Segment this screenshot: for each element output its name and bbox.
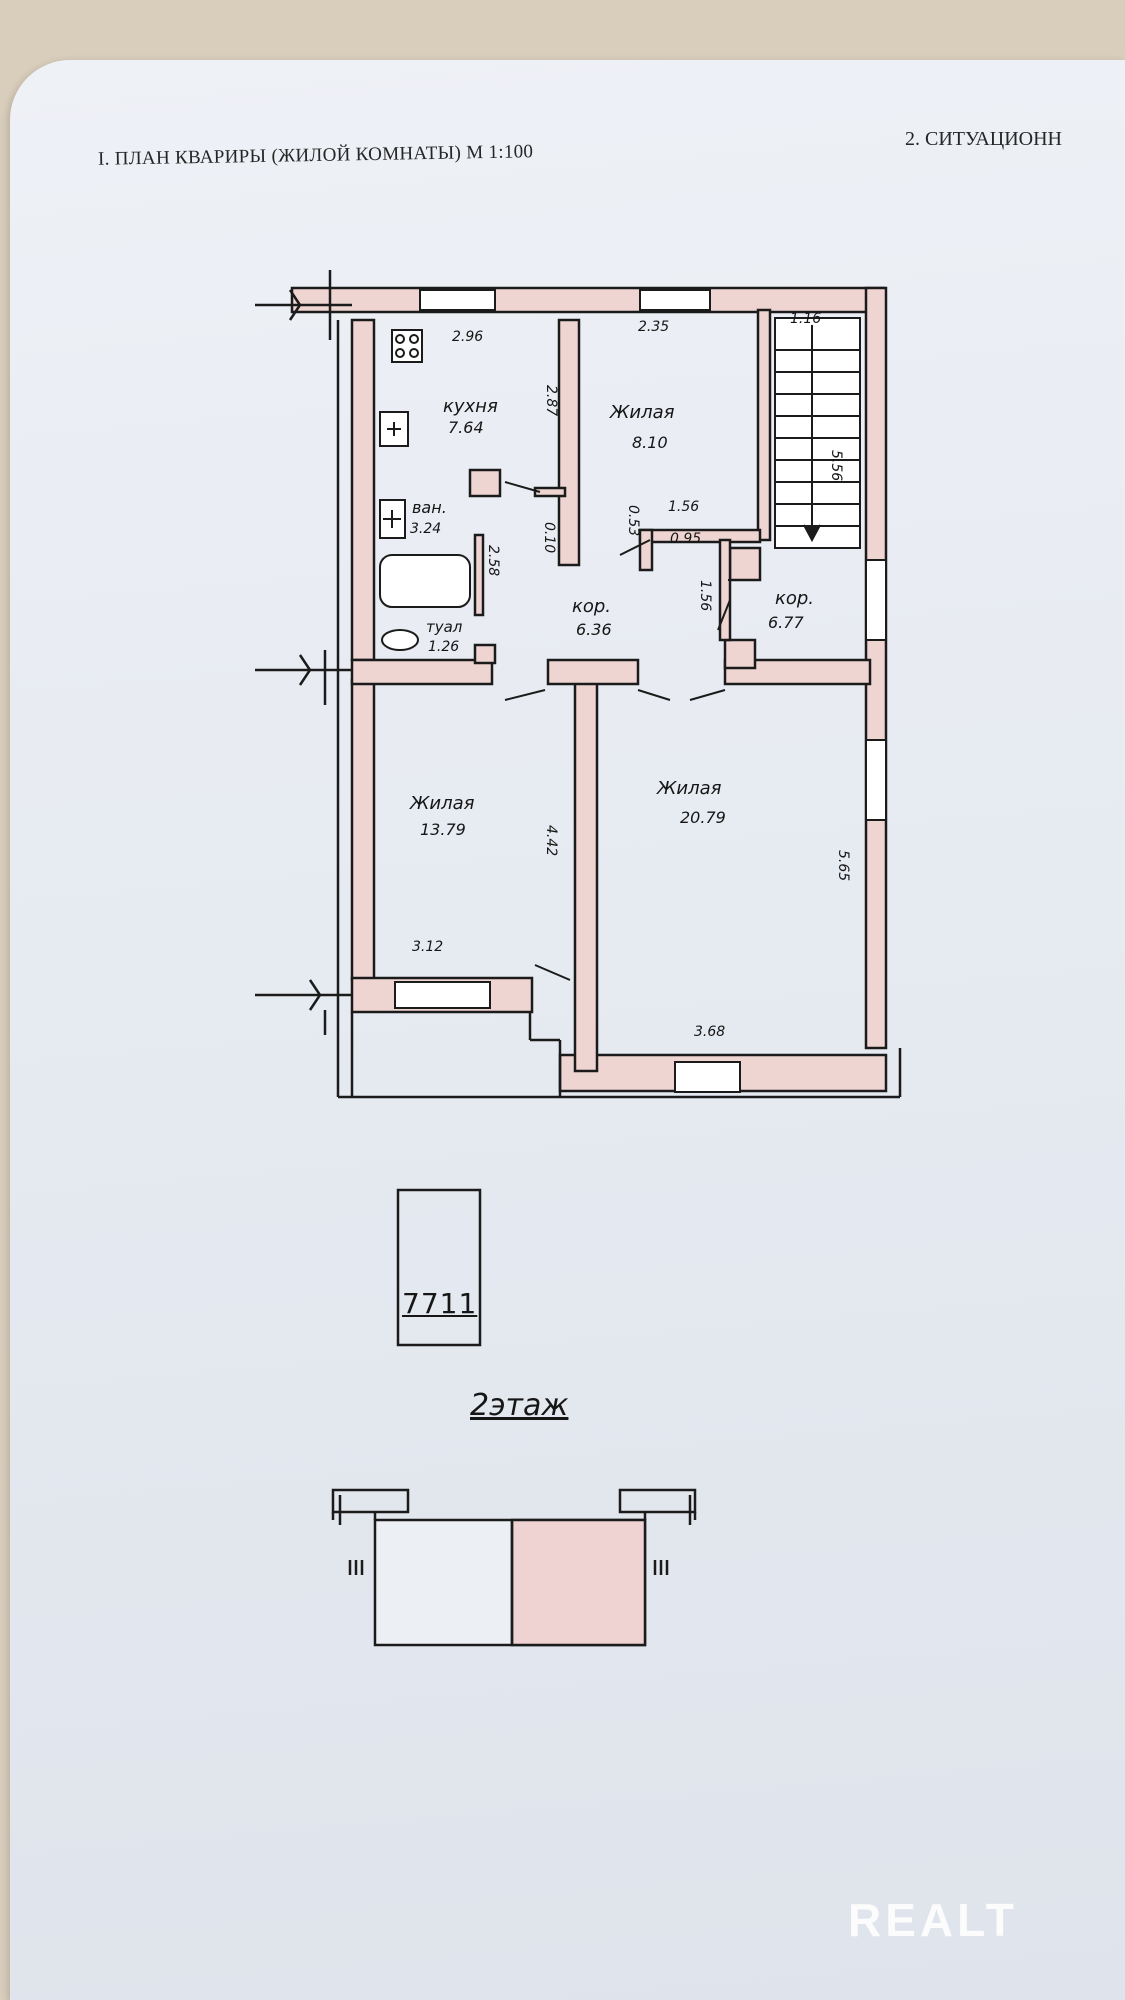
partition-kitchen-living [557, 318, 581, 567]
partition-stair [756, 308, 772, 542]
living-large-area: 20.79 [680, 808, 726, 827]
living-left-name: Жилая [410, 793, 475, 814]
corridor-2-area: 6.77 [768, 613, 804, 632]
toilet-area: 1.26 [428, 639, 460, 655]
staircase [774, 317, 861, 549]
dim-living-small-width: 2.35 [638, 319, 670, 335]
fixtures [379, 329, 471, 651]
kitchen-area: 7.64 [448, 418, 484, 437]
building-number: 7711 [402, 1287, 478, 1320]
plan-frame [336, 320, 902, 1099]
section-marks [255, 270, 352, 1035]
living-large-name: Жилая [657, 778, 722, 799]
fixture-marks [383, 422, 401, 528]
floor-label: 2этаж [470, 1388, 569, 1423]
corridor-main-name: кор. [572, 596, 612, 617]
bath-name: ван. [412, 498, 447, 517]
windows [394, 289, 887, 1093]
realt-watermark: REALT [848, 1894, 1018, 1946]
toilet-name: туал [426, 618, 463, 636]
kitchen-name: кухня [443, 396, 498, 417]
bathtub [379, 554, 471, 608]
corridor-main-area: 6.36 [576, 620, 612, 639]
wall-toilet-bottom [350, 658, 494, 686]
toilet-bowl [381, 629, 419, 651]
dim-living-left-width: 3.12 [412, 939, 444, 955]
corridor-2-name: кор. [775, 588, 815, 609]
living-small-name: Жилая [610, 402, 675, 423]
wall-corridor-bottom [546, 658, 640, 686]
living-small-area: 8.10 [632, 433, 668, 452]
bath-area: 3.24 [410, 521, 442, 537]
dim-156-top: 1.56 [668, 499, 700, 515]
dim-095: 0.95 [670, 531, 702, 547]
section-2-title: 2. СИТУАЦИОНН [905, 128, 1063, 150]
inner-stubs [468, 468, 762, 670]
dim-living-large-width: 3.68 [694, 1024, 726, 1040]
door-swings [504, 481, 760, 981]
dim-kitchen-width: 2.96 [452, 329, 484, 345]
living-left-area: 13.79 [420, 820, 466, 839]
outer-walls [290, 286, 888, 1093]
dim-stair-width: 1.16 [790, 311, 822, 327]
